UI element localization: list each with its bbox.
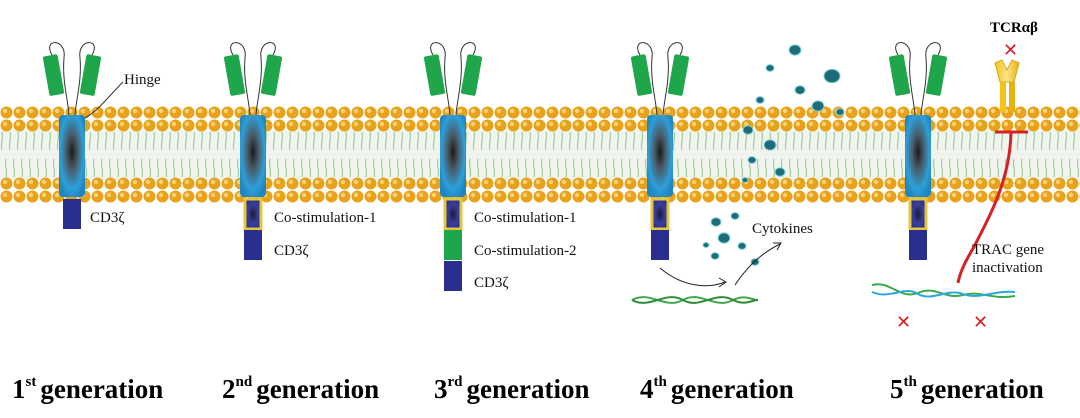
cell-membrane bbox=[0, 106, 1080, 203]
transmembrane-domain bbox=[905, 115, 931, 197]
linker-left bbox=[895, 42, 916, 116]
car-receptors bbox=[42, 42, 948, 291]
scfv-domain-left bbox=[423, 54, 446, 96]
cytokine-arrow-out-head bbox=[773, 242, 782, 251]
tcr-x-mark: ✕ bbox=[1003, 40, 1018, 60]
gen2-costim1-label: Co-stimulation-1 bbox=[274, 210, 377, 226]
linker-right bbox=[255, 42, 276, 116]
cytokine-particle bbox=[730, 212, 740, 220]
costimulation-1-domain bbox=[443, 197, 463, 231]
cd3z-domain bbox=[651, 230, 669, 260]
cytokine-particle bbox=[702, 241, 710, 249]
linker-right bbox=[455, 42, 476, 116]
linker-right bbox=[74, 42, 95, 116]
linker-left bbox=[430, 42, 451, 116]
cytokine-particle bbox=[794, 85, 806, 95]
gen1-cd3z-label: CD3ζ bbox=[90, 210, 125, 226]
cytokine-particle bbox=[811, 100, 825, 112]
car-receptor-gen2 bbox=[223, 42, 283, 260]
cytokine-particle bbox=[710, 217, 722, 227]
scfv-domain-right bbox=[260, 54, 283, 96]
cytokine-particle bbox=[710, 252, 720, 260]
linker-right bbox=[920, 42, 941, 116]
car-receptor-gen1 bbox=[42, 42, 102, 229]
scfv-domain-right bbox=[460, 54, 483, 96]
costimulation-1-domain bbox=[650, 197, 670, 231]
dna-x-mark-right: ✕ bbox=[973, 312, 988, 332]
car-receptor-gen4 bbox=[630, 42, 690, 260]
cytokine-particle bbox=[717, 232, 731, 244]
gen3-costim2-label: Co-stimulation-2 bbox=[474, 243, 577, 259]
cytokine-particles bbox=[702, 44, 845, 266]
costimulation-1-domain bbox=[908, 197, 928, 231]
linker-left bbox=[49, 42, 70, 116]
cytokine-particle bbox=[747, 156, 757, 164]
hinge-label: Hinge bbox=[124, 72, 161, 88]
car-receptor-gen3 bbox=[423, 42, 483, 291]
cytokine-particle bbox=[763, 139, 777, 151]
cd3z-domain bbox=[909, 230, 927, 260]
cd3z-domain bbox=[244, 230, 262, 260]
transmembrane-domain bbox=[59, 115, 85, 197]
tcr-label: TCRαβ bbox=[990, 20, 1038, 36]
costimulation-1-domain bbox=[243, 197, 263, 231]
cd3z-domain bbox=[444, 261, 462, 291]
scfv-domain-right bbox=[667, 54, 690, 96]
scfv-domain-left bbox=[42, 54, 65, 96]
transmembrane-domain bbox=[440, 115, 466, 197]
cytokine-particle bbox=[788, 44, 802, 56]
trac-label-line1: TRAC gene bbox=[972, 242, 1044, 258]
scfv-domain-left bbox=[223, 54, 246, 96]
membrane-heads-top bbox=[0, 106, 1080, 132]
cytokine-arrow-in bbox=[659, 267, 726, 287]
gen3-costim1-label: Co-stimulation-1 bbox=[474, 210, 577, 226]
cytokine-particle bbox=[835, 108, 845, 116]
gen5-dna-helix bbox=[871, 283, 1016, 298]
scfv-domain-left bbox=[888, 54, 911, 96]
cytokines-label: Cytokines bbox=[752, 221, 813, 237]
linker-left bbox=[637, 42, 658, 116]
gen3-cd3z-label: CD3ζ bbox=[474, 275, 509, 291]
cytokine-particle bbox=[742, 125, 754, 135]
cytokine-particle bbox=[823, 68, 841, 84]
transmembrane-domain bbox=[240, 115, 266, 197]
tcr-alpha-beta-icon bbox=[994, 59, 1020, 112]
gen2-cd3z-label: CD3ζ bbox=[274, 243, 309, 259]
cd3z-domain bbox=[63, 199, 81, 229]
cytokine-particle bbox=[755, 96, 765, 104]
scfv-domain-right bbox=[79, 54, 102, 96]
cytokine-arrow-in-head bbox=[718, 277, 727, 288]
scfv-domain-left bbox=[630, 54, 653, 96]
cytokine-particle bbox=[774, 167, 786, 177]
cytokine-particle bbox=[765, 64, 775, 72]
membrane-heads-bottom bbox=[0, 177, 1080, 203]
linker-right bbox=[662, 42, 683, 116]
dna-x-mark-left: ✕ bbox=[896, 312, 911, 332]
cytokine-particle bbox=[741, 176, 749, 184]
membrane-tails bbox=[0, 132, 1080, 177]
gen4-dna-helix bbox=[631, 296, 759, 304]
costimulation-2-domain bbox=[444, 230, 462, 260]
scfv-domain-right bbox=[925, 54, 948, 96]
linker-left bbox=[230, 42, 251, 116]
cytokine-arrow-out bbox=[734, 243, 781, 286]
transmembrane-domain bbox=[647, 115, 673, 197]
car-receptor-gen5 bbox=[888, 42, 948, 260]
cytokine-particle bbox=[737, 242, 747, 250]
trac-inhibition-mark bbox=[956, 130, 1028, 284]
trac-label-line2: inactivation bbox=[972, 260, 1043, 276]
